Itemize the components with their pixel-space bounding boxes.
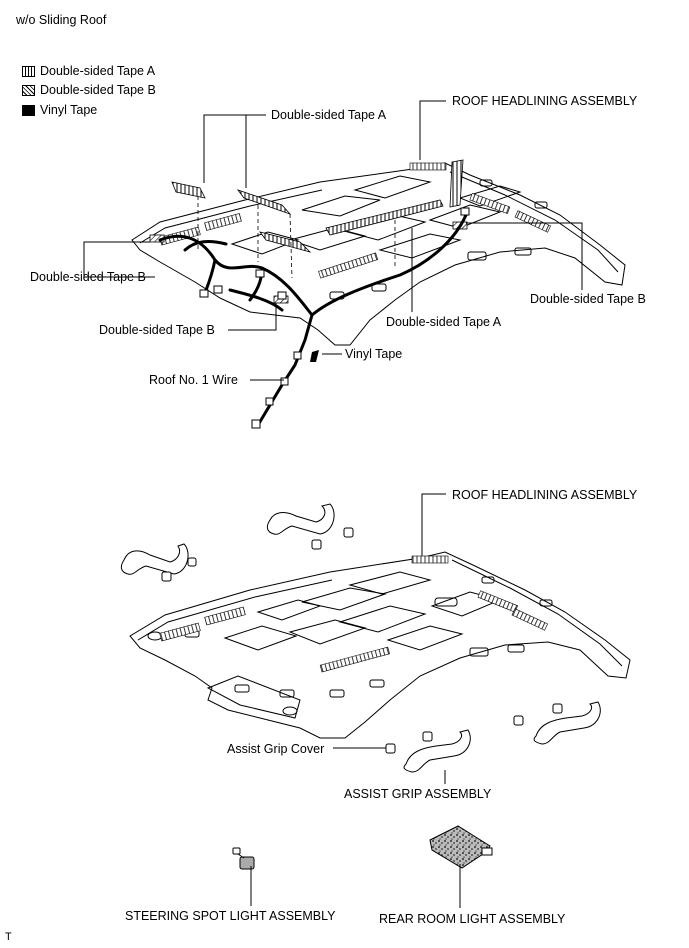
legend-label-vinyl: Vinyl Tape bbox=[40, 103, 98, 117]
tape-a-strip-5 bbox=[325, 199, 444, 236]
tape-b-swatch bbox=[22, 84, 35, 96]
assist-grip-top bbox=[266, 503, 354, 550]
callout-tape-a-top: Double-sided Tape A bbox=[271, 108, 387, 122]
steering-spot-light bbox=[232, 847, 255, 870]
callout-roof-wire: Roof No. 1 Wire bbox=[149, 373, 238, 387]
assist-grip-left bbox=[120, 543, 197, 582]
callout-tape-b-bottom: Double-sided Tape B bbox=[99, 323, 215, 337]
callout-leaders-upper bbox=[83, 100, 583, 381]
callout-steering-spot-light: STEERING SPOT LIGHT ASSEMBLY bbox=[125, 909, 336, 923]
placement-guides bbox=[197, 196, 396, 279]
legend-label-tape-b: Double-sided Tape B bbox=[40, 83, 156, 97]
wire-connector bbox=[277, 291, 287, 300]
legend-item-tape-a: Double-sided Tape A bbox=[22, 64, 155, 78]
headlining-ribs-upper bbox=[159, 162, 551, 279]
legend-item-vinyl: Vinyl Tape bbox=[22, 103, 97, 117]
legend-item-tape-b: Double-sided Tape B bbox=[22, 83, 156, 97]
tape-a-strip-4 bbox=[449, 159, 464, 208]
callout-assist-grip-assembly: ASSIST GRIP ASSEMBLY bbox=[344, 787, 492, 801]
wire-connector bbox=[293, 351, 302, 360]
wire-connector bbox=[265, 397, 274, 406]
tape-a-swatch bbox=[22, 65, 35, 77]
callout-roof-headlining-bottom: ROOF HEADLINING ASSEMBLY bbox=[452, 488, 638, 502]
page-title: w/o Sliding Roof bbox=[16, 13, 107, 27]
callout-tape-a-bottom: Double-sided Tape A bbox=[386, 315, 502, 329]
callout-tape-b-left: Double-sided Tape B bbox=[30, 270, 146, 284]
rear-room-light bbox=[429, 825, 493, 869]
vinyl-tape-piece bbox=[310, 350, 319, 362]
footer-mark: T bbox=[5, 931, 12, 943]
assist-grip-right bbox=[513, 701, 601, 745]
legend-label-tape-a: Double-sided Tape A bbox=[40, 64, 156, 78]
callout-assist-grip-cover: Assist Grip Cover bbox=[227, 742, 325, 756]
tape-a-strip-1 bbox=[171, 181, 206, 199]
wire-connector bbox=[251, 419, 261, 429]
callout-rear-room-light: REAR ROOM LIGHT ASSEMBLY bbox=[379, 912, 566, 926]
wire-connector bbox=[460, 207, 470, 216]
assist-grip-cover-part bbox=[385, 743, 396, 754]
callout-leaders-lower bbox=[250, 493, 461, 908]
callout-roof-headlining-top: ROOF HEADLINING ASSEMBLY bbox=[452, 94, 638, 108]
vinyl-tape-swatch bbox=[22, 104, 35, 116]
wire-connector bbox=[199, 289, 209, 298]
headlining-ribs-lower bbox=[159, 555, 548, 673]
callout-tape-b-right: Double-sided Tape B bbox=[530, 292, 646, 306]
wire-connector bbox=[280, 377, 289, 386]
wire-connector bbox=[255, 269, 265, 278]
callout-vinyl-tape: Vinyl Tape bbox=[345, 347, 403, 361]
wire-connector bbox=[213, 285, 223, 294]
wire-connectors-upper bbox=[199, 207, 470, 429]
assist-grip-assembly bbox=[385, 729, 471, 773]
double-sided-tape-a-strips bbox=[171, 159, 464, 253]
tape-a-strip-3 bbox=[259, 231, 312, 253]
